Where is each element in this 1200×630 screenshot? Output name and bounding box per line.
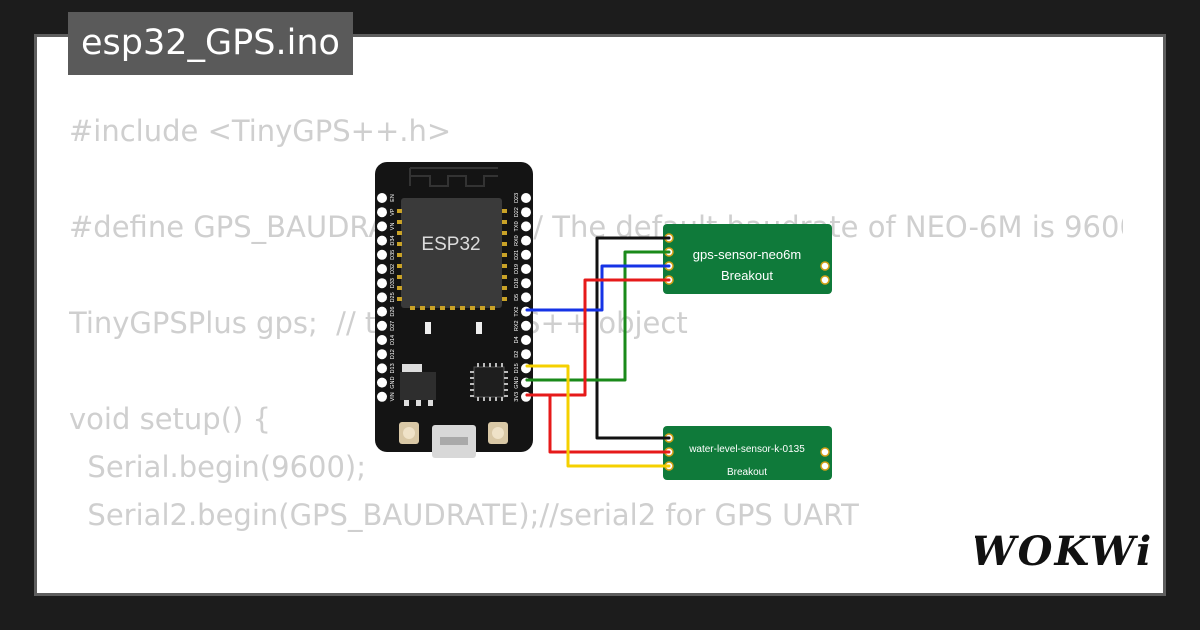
esp32-board[interactable]: ESP32 ENVPVND34D35D32D33D25D26D27D14D12D… [375, 162, 533, 458]
water-module-name: water-level-sensor-k-0135 [688, 444, 805, 455]
wires [525, 236, 671, 468]
pin-label: TX0 [514, 221, 520, 231]
pin-d12[interactable] [377, 349, 387, 360]
pin-label: D19 [514, 264, 520, 274]
gps-module-name: gps-sensor-neo6m [693, 247, 801, 262]
pin-label: D32 [390, 264, 396, 274]
pin-d33[interactable] [377, 278, 387, 289]
pin-d14[interactable] [377, 335, 387, 345]
code-line: #include <TinyGPS++.h> [69, 114, 452, 148]
pin-label: VIN [390, 392, 396, 401]
pin-vn[interactable] [377, 221, 387, 232]
wire-yellow [525, 364, 671, 468]
wire-green [525, 250, 671, 382]
pin-label: VP [390, 208, 396, 216]
pin-d5[interactable] [521, 292, 531, 303]
pin-label: D23 [514, 193, 520, 203]
pin-label: GND [514, 376, 520, 388]
pin-d21[interactable] [521, 249, 531, 260]
pin-label: VN [390, 223, 396, 231]
pin-d19[interactable] [521, 264, 531, 274]
pin-label: D15 [514, 363, 520, 373]
chip-label: ESP32 [421, 234, 480, 255]
code-line: Serial2.begin(GPS_BAUDRATE);//serial2 fo… [69, 498, 859, 532]
pin-label: D14 [390, 335, 396, 345]
pin-label: D27 [390, 321, 396, 331]
gps-sensor-module[interactable]: gps-sensor-neo6m Breakout [663, 224, 832, 294]
pin-label: D35 [390, 250, 396, 260]
pin-d18[interactable] [521, 278, 531, 289]
pin-tx2[interactable] [521, 306, 531, 317]
code-preview: #include <TinyGPS++.h> #define GPS_BAUDR… [69, 107, 1123, 593]
pin-label: D21 [514, 250, 520, 260]
pin-3v3[interactable] [521, 391, 531, 402]
pin-label: D22 [514, 207, 520, 217]
pin-label: D2 [514, 351, 520, 358]
pin-rx2[interactable] [521, 320, 531, 331]
pin-tx0[interactable] [521, 221, 531, 232]
wire-red-water [525, 393, 671, 454]
esp32-chip [401, 198, 502, 308]
pin-label: D34 [390, 236, 396, 246]
pin-label: D4 [514, 336, 520, 343]
code-line: void setup() { [69, 402, 271, 436]
pin-d26[interactable] [377, 306, 387, 317]
project-title: esp32_GPS.ino [68, 12, 353, 75]
pin-d25[interactable] [377, 292, 387, 303]
pin-label: RX0 [514, 235, 520, 246]
gps-module-sub: Breakout [721, 268, 773, 283]
wire-blue [525, 264, 671, 312]
pin-label: D5 [514, 294, 520, 301]
water-module-sub: Breakout [727, 467, 767, 478]
water-level-sensor-module[interactable]: water-level-sensor-k-0135 Breakout [663, 426, 832, 480]
preview-card: #include <TinyGPS++.h> #define GPS_BAUDR… [34, 34, 1166, 596]
pin-label: GND [390, 376, 396, 388]
wire-black-water [595, 378, 671, 440]
pin-d35[interactable] [377, 249, 387, 260]
wokwi-logo: WOKWi [971, 525, 1152, 580]
pin-label: TX2 [514, 307, 520, 317]
pin-label: D18 [514, 278, 520, 288]
pin-d34[interactable] [377, 235, 387, 246]
pin-label: EN [390, 194, 396, 202]
logo-text: WOKWi [975, 528, 1150, 575]
pin-d2[interactable] [521, 349, 531, 360]
pin-rx0[interactable] [521, 235, 531, 246]
pin-gnd[interactable] [377, 377, 387, 388]
pin-d13[interactable] [377, 363, 387, 374]
pin-label: D12 [390, 349, 396, 359]
pin-label: D13 [390, 363, 396, 373]
pin-d32[interactable] [377, 264, 387, 274]
pin-label: D25 [390, 292, 396, 302]
pin-label: 3V3 [514, 392, 520, 402]
wire-red-gps [525, 278, 671, 397]
pin-label: D33 [390, 278, 396, 288]
pin-d22[interactable] [521, 207, 531, 218]
pin-vp[interactable] [377, 207, 387, 218]
pin-d4[interactable] [521, 335, 531, 345]
pin-vin[interactable] [377, 391, 387, 402]
pin-label: D26 [390, 307, 396, 317]
code-line: Serial.begin(9600); [69, 450, 367, 484]
pin-d27[interactable] [377, 320, 387, 331]
pin-label: RX2 [514, 320, 520, 331]
pin-d23[interactable] [521, 193, 531, 203]
pin-en[interactable] [377, 193, 387, 203]
